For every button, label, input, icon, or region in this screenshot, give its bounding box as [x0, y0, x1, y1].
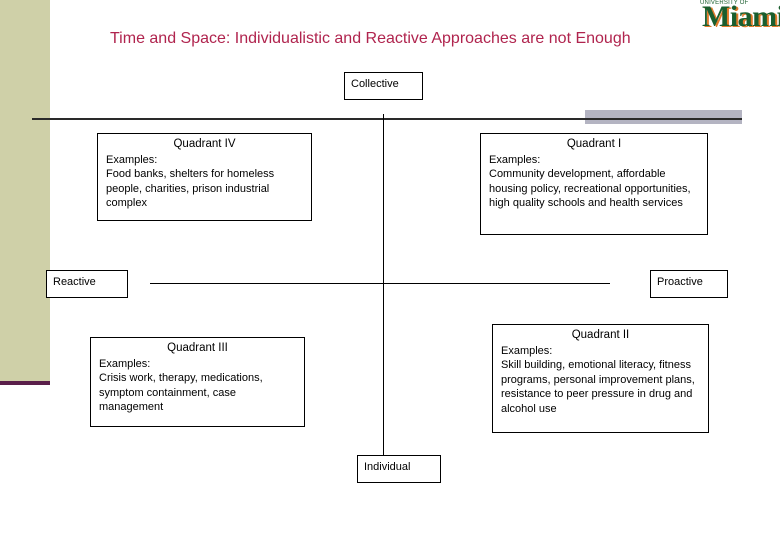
quadrant-i-text: Community development, affordable housin… — [489, 168, 691, 209]
proactive-label: Proactive — [657, 276, 703, 288]
quadrant-ii-examples-label: Examples: — [501, 344, 553, 357]
quadrant-ii-box: Quadrant II Examples: Skill building, em… — [492, 324, 709, 433]
university-logo: UNIVERSITY OF Miami Miami — [700, 0, 780, 34]
quadrant-iii-title: Quadrant III — [167, 342, 228, 354]
horizontal-axis — [150, 283, 610, 284]
logo-top-text: UNIVERSITY OF — [700, 0, 749, 6]
quadrant-iii-examples-label: Examples: — [99, 357, 151, 370]
logo-main-text: Miami — [702, 0, 780, 33]
quadrant-iii-box: Quadrant III Examples: Crisis work, ther… — [90, 337, 305, 427]
top-accent-bar — [585, 110, 742, 124]
left-decorative-bar — [0, 0, 50, 385]
vertical-axis — [383, 114, 384, 459]
quadrant-ii-title: Quadrant II — [571, 329, 630, 341]
quadrant-i-examples-label: Examples: — [489, 153, 541, 166]
logo-shadow-text: Miami — [704, 1, 780, 34]
quadrant-iv-text: Food banks, shelters for homeless people… — [106, 168, 275, 209]
individual-label: Individual — [364, 461, 411, 473]
slide-title: Time and Space: Individualistic and Reac… — [110, 30, 631, 47]
axis-label-proactive: Proactive — [650, 270, 728, 298]
quadrant-i-box: Quadrant I Examples: Community developme… — [480, 133, 708, 235]
collective-label: Collective — [351, 78, 399, 90]
quadrant-iv-examples-label: Examples: — [106, 153, 158, 166]
left-bar-accent — [0, 381, 50, 385]
quadrant-iv-box: Quadrant IV Examples: Food banks, shelte… — [97, 133, 312, 221]
reactive-label: Reactive — [53, 276, 96, 288]
quadrant-ii-text: Skill building, emotional literacy, fitn… — [501, 359, 695, 415]
quadrant-iii-text: Crisis work, therapy, medications, sympt… — [99, 372, 263, 413]
top-divider — [32, 118, 742, 120]
axis-label-reactive: Reactive — [46, 270, 128, 298]
quadrant-i-title: Quadrant I — [566, 138, 622, 150]
axis-label-collective: Collective — [344, 72, 423, 100]
axis-label-individual: Individual — [357, 455, 441, 483]
quadrant-iv-title: Quadrant IV — [173, 138, 236, 150]
